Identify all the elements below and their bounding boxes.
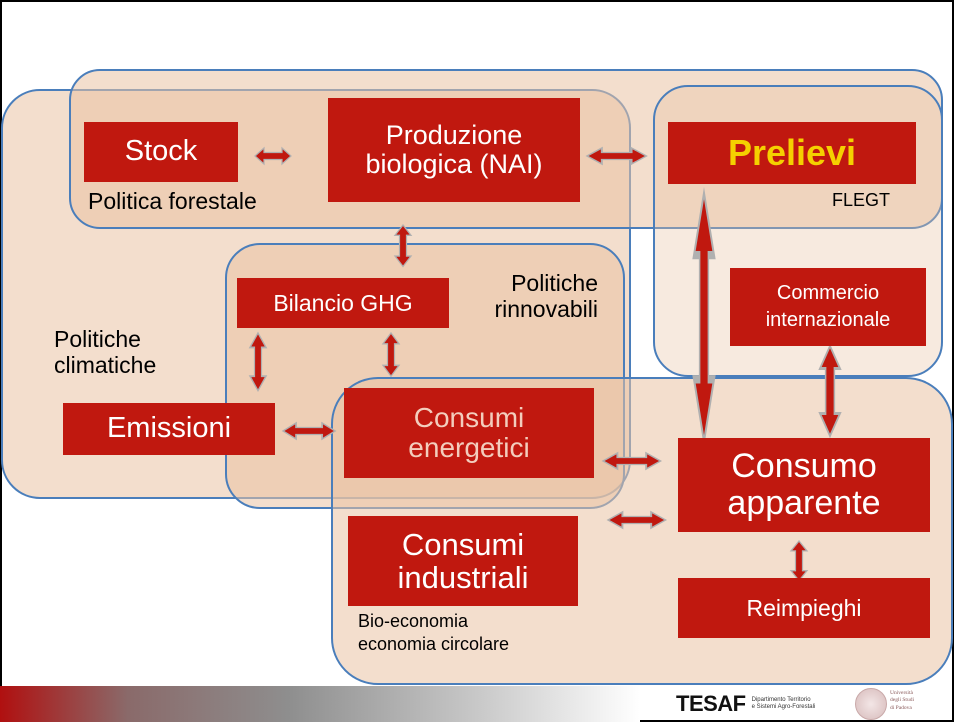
politiche-rinnovabili-line1: Politiche (511, 270, 598, 296)
consumi-industriali-box: Consumi industriali (348, 516, 578, 606)
consumi-industriali-label-line1: Consumi (401, 526, 525, 562)
consumo-apparente-label-line1: Consumo (731, 447, 877, 486)
consumi-industriali-label-line2: industriali (397, 560, 529, 595)
produzione-box: Produzione biologica (NAI) (328, 98, 580, 202)
emissioni-label: Emissioni (106, 412, 232, 445)
tesaf-subtitle-line2: e Sistemi Agro-Forestali (751, 704, 816, 710)
politica-forestale-label: Politica forestale (88, 188, 257, 214)
university-name-line1: Università (890, 690, 913, 696)
bilancio-ghg-label: Bilancio GHG (273, 289, 413, 316)
produzione-label-line2: biologica (NAI) (365, 149, 543, 179)
university-name: Università degli Studi di Padova (890, 690, 914, 712)
bioeconomia-label: Bio-economia economia circolare (358, 610, 509, 657)
tesaf-subtitle: Dipartimento Territorio e Sistemi Agro-F… (752, 697, 816, 711)
tesaf-logo-text: TESAF (676, 691, 746, 716)
university-name-line2: degli Studi (890, 697, 914, 704)
bioeconomia-line1: Bio-economia (358, 611, 469, 631)
prelievi-box: Prelievi (668, 122, 916, 184)
politiche-climatiche-line2: climatiche (54, 352, 157, 379)
politiche-rinnovabili-line2: rinnovabili (494, 296, 598, 323)
flegt-label: FLEGT (832, 190, 891, 210)
consumi-energetici-label-line1: Consumi (413, 401, 525, 433)
tesaf-subtitle-line1: Dipartimento Territorio (751, 696, 811, 703)
politiche-climatiche-line1: Politiche (54, 326, 141, 352)
footer-gradient-bar (0, 686, 640, 722)
university-name-line3: di Padova (890, 704, 912, 711)
bioeconomia-line2: economia circolare (358, 634, 510, 655)
politiche-rinnovabili-label: Politiche rinnovabili (462, 270, 598, 323)
commercio-label-line2: internazionale (765, 309, 891, 331)
tesaf-logo: TESAF Dipartimento Territorio e Sistemi … (676, 691, 815, 717)
reimpieghi-label: Reimpieghi (746, 594, 862, 621)
stock-label: Stock (124, 135, 198, 168)
university-seal-icon (855, 688, 887, 720)
prelievi-label: Prelievi (727, 131, 857, 173)
produzione-label-line1: Produzione (385, 119, 523, 150)
consumo-apparente-label-line2: apparente (727, 484, 881, 522)
commercio-box: Commercio internazionale (730, 268, 926, 346)
bilancio-ghg-box: Bilancio GHG (237, 278, 449, 328)
consumi-energetici-label-line2: energetici (408, 432, 530, 463)
reimpieghi-box: Reimpieghi (678, 578, 930, 638)
politiche-climatiche-label: Politiche climatiche (54, 326, 156, 379)
consumo-apparente-box: Consumo apparente (678, 438, 930, 532)
stock-box: Stock (84, 122, 238, 182)
commercio-label-line1: Commercio (776, 282, 880, 304)
consumi-energetici-box: Consumi energetici (344, 388, 594, 478)
emissioni-box: Emissioni (63, 403, 275, 455)
